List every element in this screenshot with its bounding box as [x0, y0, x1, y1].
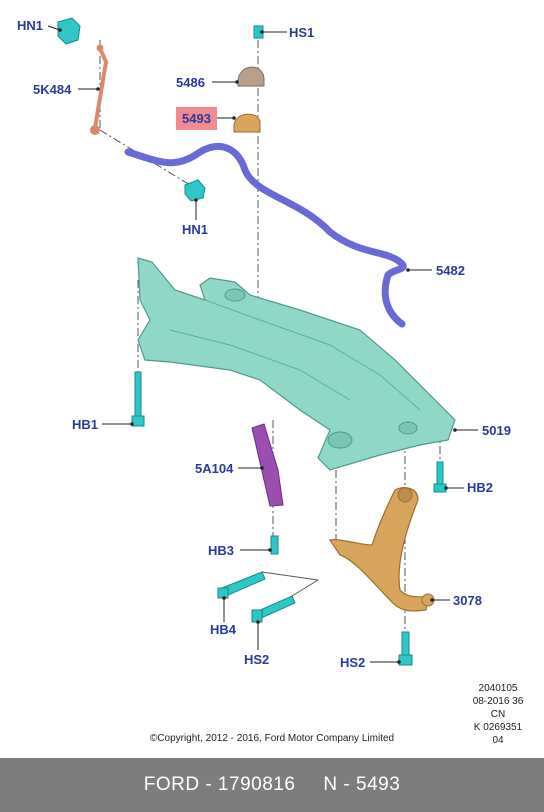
- copyright-notice: ©Copyright, 2012 - 2016, Ford Motor Comp…: [149, 733, 395, 744]
- lower-control-arm: [329, 487, 435, 612]
- callout-hb2: HB2: [467, 480, 494, 495]
- bolt-hb4: [217, 571, 266, 599]
- part-footer: FORD - 1790816 N - 5493: [0, 758, 544, 812]
- meta-line-1: 2040105: [478, 683, 518, 694]
- callout-leaders: [47, 25, 478, 663]
- bracket-5a104: [251, 423, 284, 507]
- callout-5493: 5493: [176, 107, 217, 130]
- callout-hs2-right: HS2: [340, 655, 366, 670]
- bolt-hs2-left: [251, 595, 296, 623]
- nut-hn1-top: [57, 17, 81, 45]
- callout-5k484: 5K484: [33, 82, 72, 97]
- bushing-5486: [237, 66, 265, 87]
- parts-diagram: [47, 17, 478, 666]
- nut-hn1-bottom: [184, 179, 206, 202]
- callout-5486: 5486: [176, 75, 205, 90]
- callout-hn1-top: HN1: [17, 18, 44, 33]
- leader-hs2: [291, 579, 319, 597]
- footer-part-number: N - 5493: [323, 774, 401, 795]
- bolt-hb2: [433, 461, 447, 493]
- meta-line-2: 08-2016 36: [472, 696, 524, 707]
- meta-block: 2040105 08-2016 36 CN K 0269351 04: [468, 682, 528, 747]
- callout-5019: 5019: [482, 423, 511, 438]
- bolt-hb1: [131, 371, 145, 427]
- callout-3078: 3078: [453, 593, 482, 608]
- callout-dots: [58, 28, 457, 664]
- stabilizer-link: [90, 44, 109, 135]
- leader-hb4: [261, 571, 319, 581]
- callout-hb1: HB1: [72, 417, 99, 432]
- callout-hs2-left: HS2: [244, 652, 270, 667]
- bolt-hs2-right: [398, 631, 413, 666]
- subframe: [137, 257, 456, 471]
- callout-5a104: 5A104: [195, 461, 234, 476]
- stabilizer-bar: [124, 142, 407, 328]
- bolt-hb3: [270, 535, 279, 555]
- bushing-5493: [233, 113, 261, 133]
- callout-hb3: HB3: [208, 543, 235, 558]
- meta-line-3: CN: [490, 709, 506, 720]
- meta-line-4: K 0269351 04: [473, 722, 523, 746]
- callout-hn1-bottom: HN1: [182, 222, 209, 237]
- callout-hs1: HS1: [289, 25, 315, 40]
- callout-hb4: HB4: [210, 622, 237, 637]
- callout-5482: 5482: [436, 263, 465, 278]
- footer-brand-number: FORD - 1790816: [143, 774, 296, 795]
